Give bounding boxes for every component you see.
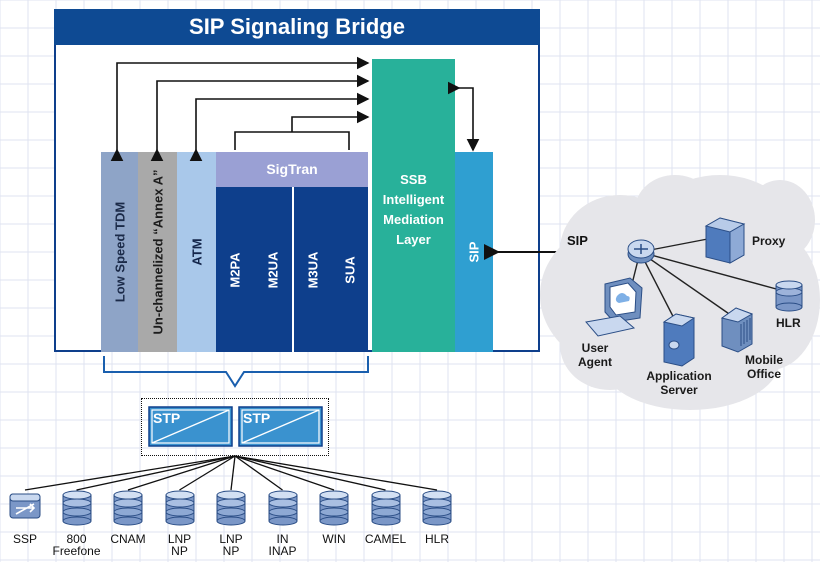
application-server-icon — [662, 313, 696, 367]
bottom-node-sublabel: NP — [222, 544, 240, 558]
fanout-line — [24, 455, 236, 491]
stack-low-speed-tdm: Low Speed TDM — [101, 152, 138, 352]
database-icon — [165, 490, 194, 526]
arrow-sigtran-to-ssb — [291, 110, 370, 125]
ssb-mediation-layer-label: SSB Intelligent Mediation Layer — [372, 170, 455, 250]
mobile-office-label-line1: Mobile — [745, 353, 783, 367]
stp-left-label: STP — [153, 410, 181, 426]
fanout-line — [179, 455, 236, 491]
ssb-label-line2: Intelligent — [382, 192, 445, 207]
bottom-node: CAMEL — [360, 488, 412, 546]
application-server-label: Application Server — [640, 369, 718, 397]
database-icon — [422, 490, 452, 526]
sigtran-bracket — [234, 125, 350, 150]
proxy-label: Proxy — [752, 234, 786, 248]
mobile-office-icon — [720, 307, 754, 353]
database-icon — [113, 490, 143, 526]
mobile-office-label-line2: Office — [746, 367, 781, 381]
ssb-label-line3: Mediation — [383, 212, 444, 227]
database-icon — [268, 490, 297, 526]
stack-atm: ATM — [177, 152, 216, 352]
user-agent-label: User Agent — [578, 341, 612, 369]
arrow-ssb-to-sip — [447, 81, 480, 152]
bottom-node-label: 800 — [66, 532, 87, 546]
bottom-node-sublabel: Freefone — [52, 544, 101, 558]
user-agent-label-line2: Agent — [578, 355, 612, 369]
bottom-node-sublabel: INAP — [268, 544, 297, 558]
database-icon — [216, 490, 246, 526]
router-icon — [627, 239, 655, 264]
stp-right-label: STP — [243, 410, 271, 426]
bottom-node-label: LNP — [167, 532, 192, 546]
bottom-node: HLR — [411, 488, 463, 546]
ssb-label-line1: SSB — [400, 172, 427, 187]
bottom-node: SSP — [0, 488, 51, 546]
fanout-line — [234, 455, 283, 491]
bottom-node: WIN — [308, 488, 360, 546]
bottom-node-label: LNP — [219, 532, 243, 546]
ssp-switch-icon — [9, 493, 41, 519]
user-agent-pc-icon — [585, 277, 643, 337]
fanout-line — [234, 455, 386, 491]
bottom-node-label: WIN — [322, 532, 346, 546]
proxy-server-icon — [704, 217, 746, 264]
stack-sigtran-label: SigTran — [266, 161, 318, 177]
database-icon — [62, 490, 91, 526]
sip-link-label: SIP — [567, 233, 588, 248]
mobile-office-label: Mobile Office — [745, 353, 783, 381]
fanout-line — [76, 455, 236, 491]
hlr-label: HLR — [776, 316, 801, 330]
application-server-label-line2: Server — [660, 383, 698, 397]
user-agent-label-line1: User — [581, 341, 609, 355]
bottom-node-label: SSP — [12, 532, 37, 546]
stack-to-stp-bracket — [103, 356, 369, 388]
ssb-mediation-layer — [372, 59, 455, 352]
stack-unchannelized: Un-channelized “Annex A” — [138, 152, 177, 352]
fanout-line — [230, 455, 236, 491]
arrow-atm-to-ssb — [189, 92, 370, 162]
fanout-line — [234, 455, 438, 491]
arrow-unchannelized-to-ssb — [150, 74, 370, 162]
database-icon — [371, 490, 400, 526]
stp-pair — [148, 406, 323, 447]
ssb-label-line4: Layer — [396, 232, 431, 247]
bottom-node-sublabel: NP — [171, 544, 188, 558]
stp-group — [141, 398, 329, 456]
diagram-title: SIP Signaling Bridge — [54, 9, 540, 45]
bottom-node: CNAM — [102, 488, 154, 546]
database-icon — [319, 490, 349, 526]
stack-divider — [292, 187, 294, 352]
bottom-node-label: IN — [276, 532, 289, 546]
bottom-node-label: CAMEL — [364, 532, 407, 546]
fanout-line — [127, 455, 236, 491]
bottom-node-label: HLR — [424, 532, 449, 546]
hlr-database-icon — [775, 280, 803, 312]
bottom-node-label: CNAM — [110, 532, 146, 546]
application-server-label-line1: Application — [646, 369, 712, 383]
arrow-tdm-to-ssb — [110, 56, 370, 162]
fanout-line — [234, 455, 335, 491]
